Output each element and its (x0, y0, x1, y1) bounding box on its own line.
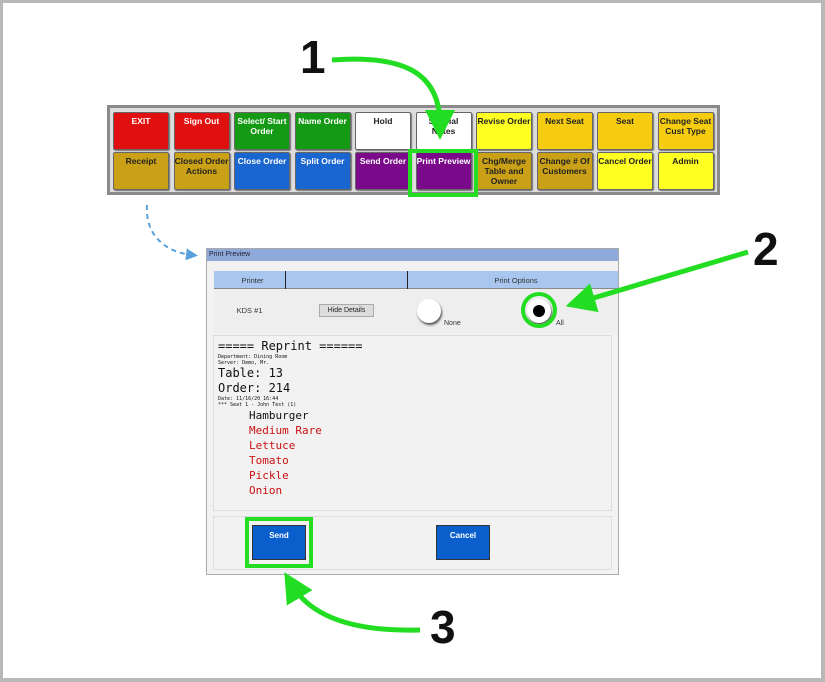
col-printer: Printer (241, 276, 264, 285)
receipt-order: Order: 214 (218, 381, 291, 395)
printer-name: KDS #1 (236, 306, 263, 315)
receipt-table: Table: 13 (218, 366, 284, 380)
callout-1: 1 (300, 31, 326, 83)
receipt-modifier: Tomato (249, 454, 289, 467)
dialog-title: Print Preview (207, 249, 618, 261)
dialog-footer (213, 516, 612, 570)
receipt-seat: *** Seat 1 - John Test (1) (218, 402, 297, 408)
receipt-preview: ===== Reprint ====== Department: Dining … (218, 339, 363, 498)
toolbar-button-revise-order[interactable]: Revise Order (476, 112, 532, 150)
highlight-print-preview (408, 149, 478, 197)
toolbar-button-special-notes[interactable]: Special Notes (415, 112, 472, 150)
receipt-preview-area (213, 335, 612, 511)
toolbar-button-print-preview[interactable]: Print Preview (415, 152, 472, 190)
radio-none[interactable] (417, 299, 441, 323)
receipt-server: Server: Demo, Mr. (218, 360, 270, 366)
toolbar-button-next-seat[interactable]: Next Seat (536, 112, 593, 150)
receipt-header: ===== Reprint ====== (218, 339, 363, 353)
toolbar-button-exit[interactable]: EXIT (113, 112, 169, 150)
receipt-modifier: Pickle (249, 469, 289, 482)
toolbar-button-change-seat-cust-type[interactable]: Change Seat Cust Type (657, 112, 714, 150)
highlight-send (245, 517, 313, 568)
toolbar-button-closed-order-actions[interactable]: Closed Order Actions (173, 152, 230, 190)
col-print-options: Print Options (494, 276, 538, 285)
cancel-button[interactable]: Cancel (436, 525, 490, 560)
toolbar-button-close-order[interactable]: Close Order (234, 152, 290, 190)
toolbar-button-cancel-order[interactable]: Cancel Order (597, 152, 653, 190)
toolbar-button-split-order[interactable]: Split Order (294, 152, 351, 190)
receipt-modifier: Medium Rare (249, 424, 322, 437)
radio-none-label: None (444, 320, 461, 327)
send-button[interactable]: Send (252, 525, 306, 560)
callout-3: 3 (430, 601, 456, 653)
toolbar-button-select-start-order[interactable]: Select/ Start Order (234, 112, 290, 150)
toolbar-button-receipt[interactable]: Receipt (113, 152, 169, 190)
hide-details-button[interactable]: Hide Details (319, 304, 374, 317)
toolbar-button-hold[interactable]: Hold (355, 112, 411, 150)
toolbar-button-name-order[interactable]: Name Order (294, 112, 351, 150)
receipt-item: Hamburger (249, 409, 309, 422)
receipt-modifier: Lettuce (249, 439, 296, 452)
toolbar-button-sign-out[interactable]: Sign Out (173, 112, 230, 150)
radio-all-label: All (556, 320, 564, 327)
toolbar-button-chg-merge-table-and-owner[interactable]: Chg/Merge Table and Owner (476, 152, 532, 190)
receipt-date: Date: 11/16/20 16:44 (218, 396, 279, 402)
callout-2: 2 (753, 223, 779, 275)
toolbar-button-change-of-customers[interactable]: Change # Of Customers (536, 152, 593, 190)
toolbar-button-send-order[interactable]: Send Order (355, 152, 411, 190)
receipt-modifier: Onion (249, 484, 283, 497)
receipt-department: Department: Dining Room (218, 354, 288, 360)
printer-table-header: Printer Print Options (214, 271, 618, 289)
toolbar-button-seat[interactable]: Seat (597, 112, 653, 150)
highlight-radio-all (521, 292, 557, 328)
toolbar-button-admin[interactable]: Admin (657, 152, 714, 190)
